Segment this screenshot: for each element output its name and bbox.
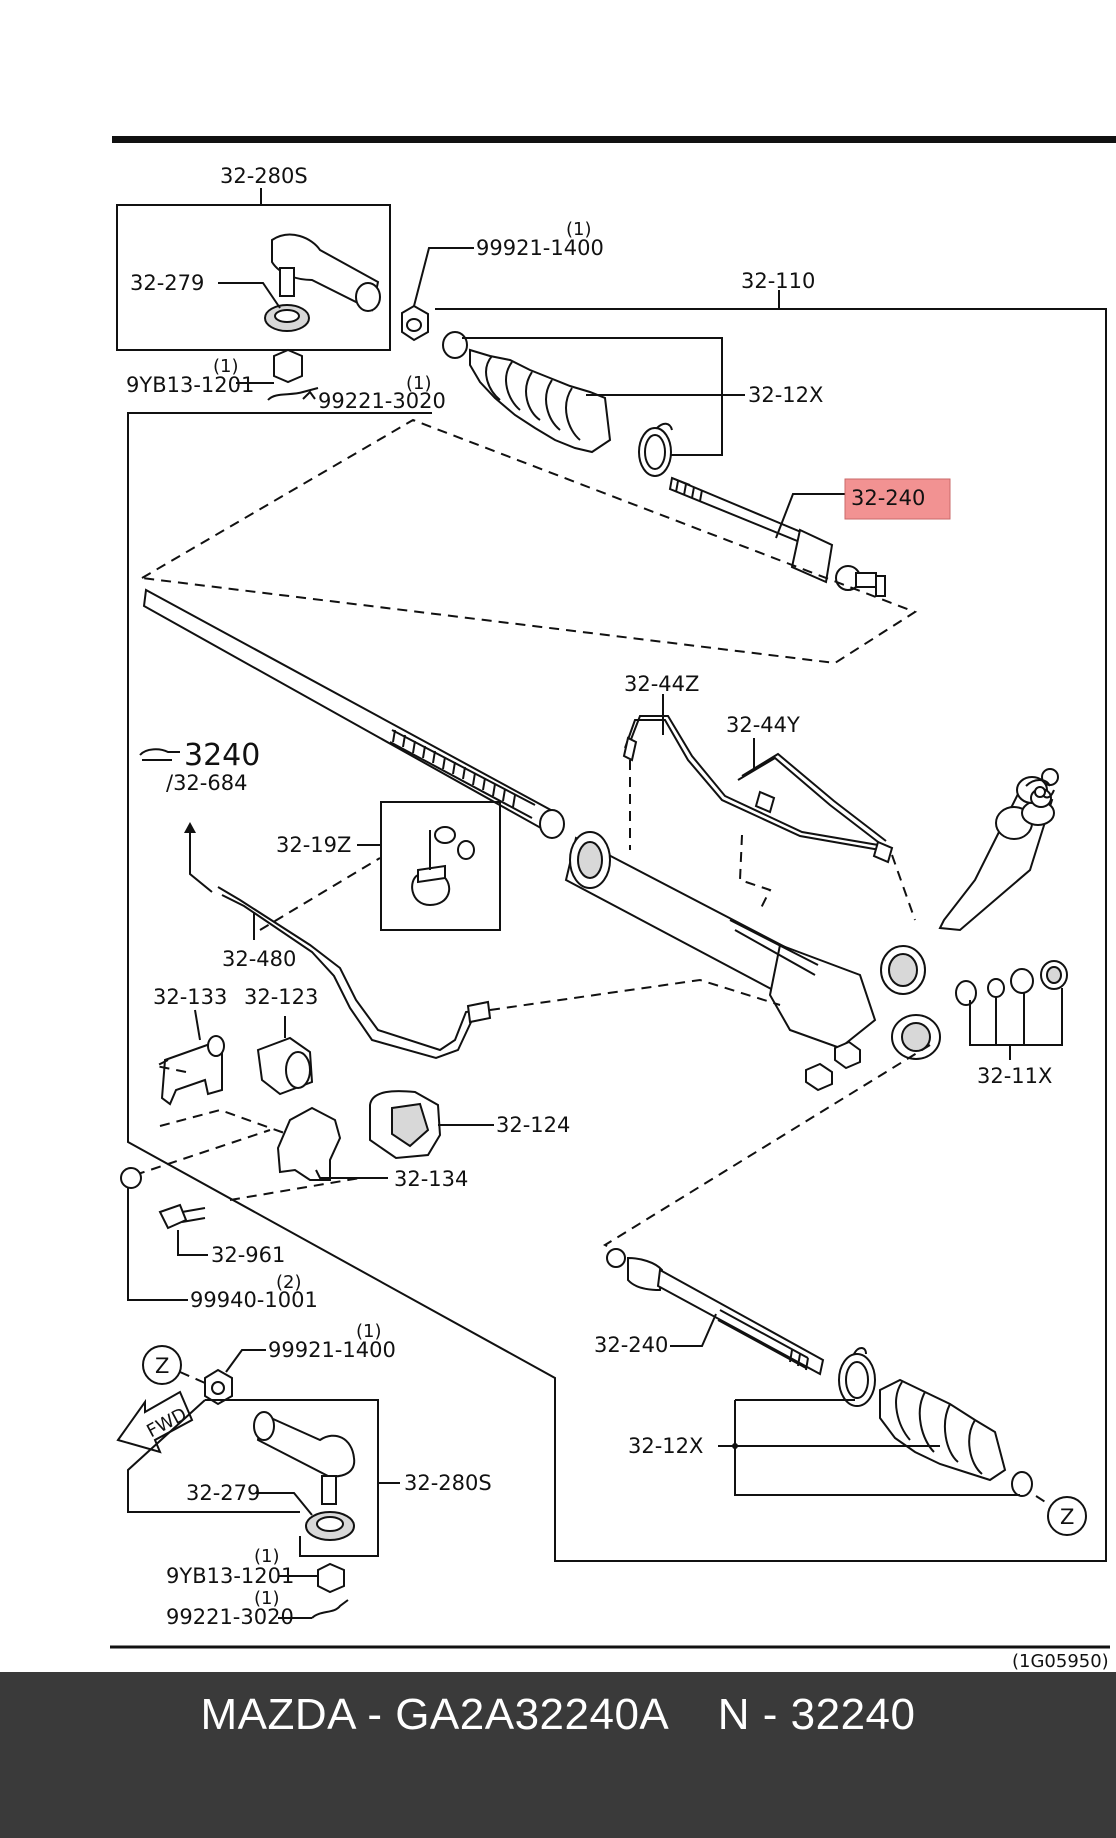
clamp-part bbox=[357, 826, 475, 907]
nut-top-part bbox=[401, 247, 474, 342]
boot-top-part bbox=[442, 331, 745, 477]
label-boot-kit-top: 32-12X bbox=[748, 383, 823, 407]
fwd-arrow-icon bbox=[116, 1390, 194, 1454]
label-clamp: 32-19Z bbox=[276, 833, 351, 857]
label-cotter-pin-bottom: 99221-3020 bbox=[166, 1605, 294, 1629]
label-castle-nut-bottom: 9YB13-1201 bbox=[166, 1564, 294, 1588]
label-tie-rod-end-assy-top: 32-280S bbox=[220, 164, 308, 188]
part-number-caption: MAZDA - GA2A32240A N - 32240 bbox=[200, 1690, 916, 1739]
nut-bottom-part bbox=[204, 1349, 266, 1406]
inner-tie-rod-top-part bbox=[668, 476, 886, 597]
gear-housing-part bbox=[564, 831, 941, 1060]
label-nut-mount-qty: (2) bbox=[276, 1272, 302, 1293]
label-bushing-b: 32-124 bbox=[496, 1113, 570, 1137]
label-nut-top-qty: (1) bbox=[566, 219, 592, 240]
label-return-pipe: 32-480 bbox=[222, 947, 296, 971]
label-nut-mount: 99940-1001 bbox=[190, 1288, 318, 1312]
gear-assy-outline bbox=[127, 308, 1107, 1562]
label-inner-tie-rod-bottom: 32-240 bbox=[594, 1333, 668, 1357]
marker-z-bottom-letter: Z bbox=[1060, 1505, 1074, 1529]
label-ref-arrow: 3240 bbox=[184, 738, 260, 773]
tie-rod-end-box-top bbox=[116, 204, 391, 351]
label-cotter-pin-bottom-qty: (1) bbox=[254, 1588, 280, 1609]
label-nut-bottom-qty: (1) bbox=[356, 1321, 382, 1342]
label-bolt: 32-961 bbox=[211, 1243, 285, 1267]
tie-rod-end-bottom-part bbox=[253, 1411, 356, 1541]
marker-z-bottom bbox=[1035, 1495, 1087, 1536]
castle-nut-top-part bbox=[236, 348, 319, 401]
label-boot-kit-bottom: 32-12X bbox=[628, 1434, 703, 1458]
label-cotter-pin-top: 99221-3020 bbox=[318, 389, 446, 413]
label-inner-tie-rod-top: 32-240 bbox=[851, 486, 925, 510]
reference-arrow bbox=[139, 748, 213, 893]
label-ref-sub: /32-684 bbox=[166, 771, 247, 795]
label-ball-joint-top: 32-279 bbox=[130, 271, 204, 295]
return-pipe-part bbox=[217, 857, 492, 1060]
label-tie-rod-end-assy-bottom: 32-280S bbox=[404, 1471, 492, 1495]
label-bracket-a: 32-133 bbox=[153, 985, 227, 1009]
boot-bottom-part bbox=[718, 1347, 1033, 1497]
label-castle-nut-top-qty: (1) bbox=[213, 356, 239, 377]
label-pipe-a: 32-44Z bbox=[624, 672, 699, 696]
diagram-code: (1G05950) bbox=[1012, 1651, 1109, 1672]
label-nut-bottom: 99921-1400 bbox=[268, 1338, 396, 1362]
tie-rod-end-box-bottom bbox=[127, 1399, 379, 1557]
bracket-a-part bbox=[152, 1009, 291, 1136]
label-cotter-pin-top-qty: (1) bbox=[406, 373, 432, 394]
label-bushing-a: 32-123 bbox=[244, 985, 318, 1009]
marker-z-top-letter: Z bbox=[155, 1354, 169, 1378]
label-nut-top: 99921-1400 bbox=[476, 236, 604, 260]
marker-z-top bbox=[142, 1345, 206, 1385]
top-rule bbox=[112, 136, 1116, 143]
parts-diagram: 32-280S 32-279 (1) 99921-1400 (1) 9YB13-… bbox=[110, 136, 1116, 1672]
castle-nut-bottom-part bbox=[278, 1562, 349, 1619]
bracket-b-part bbox=[134, 1106, 388, 1201]
bushing-b-part bbox=[369, 1090, 494, 1160]
label-castle-nut-bottom-qty: (1) bbox=[254, 1546, 280, 1567]
label-castle-nut-top: 9YB13-1201 bbox=[126, 373, 254, 397]
rack-bar-part bbox=[142, 588, 565, 839]
clamp-box bbox=[380, 801, 501, 931]
label-bracket-b: 32-134 bbox=[394, 1167, 468, 1191]
caption-bar: MAZDA - GA2A32240A N - 32240 bbox=[0, 1672, 1116, 1838]
label-pipe-b: 32-44Y bbox=[726, 713, 800, 737]
dashed-envelope-rack bbox=[141, 418, 918, 665]
highlight-box bbox=[844, 478, 951, 520]
pinion-parts bbox=[938, 768, 1059, 932]
seal-kit-part bbox=[805, 960, 1068, 1092]
label-gear-assy: 32-110 bbox=[741, 269, 815, 293]
tie-rod-end-top-part bbox=[218, 233, 381, 332]
label-seal-kit: 32-11X bbox=[977, 1064, 1052, 1088]
bolt-part bbox=[120, 1167, 208, 1301]
label-ball-joint-bottom: 32-279 bbox=[186, 1481, 260, 1505]
dashed-return-link bbox=[489, 978, 781, 1011]
inner-tie-rod-bottom-part bbox=[606, 1248, 825, 1376]
dashed-envelope-bottom bbox=[602, 1044, 931, 1253]
pipe-lines-part bbox=[622, 694, 916, 921]
bushing-a-part bbox=[256, 1016, 314, 1096]
